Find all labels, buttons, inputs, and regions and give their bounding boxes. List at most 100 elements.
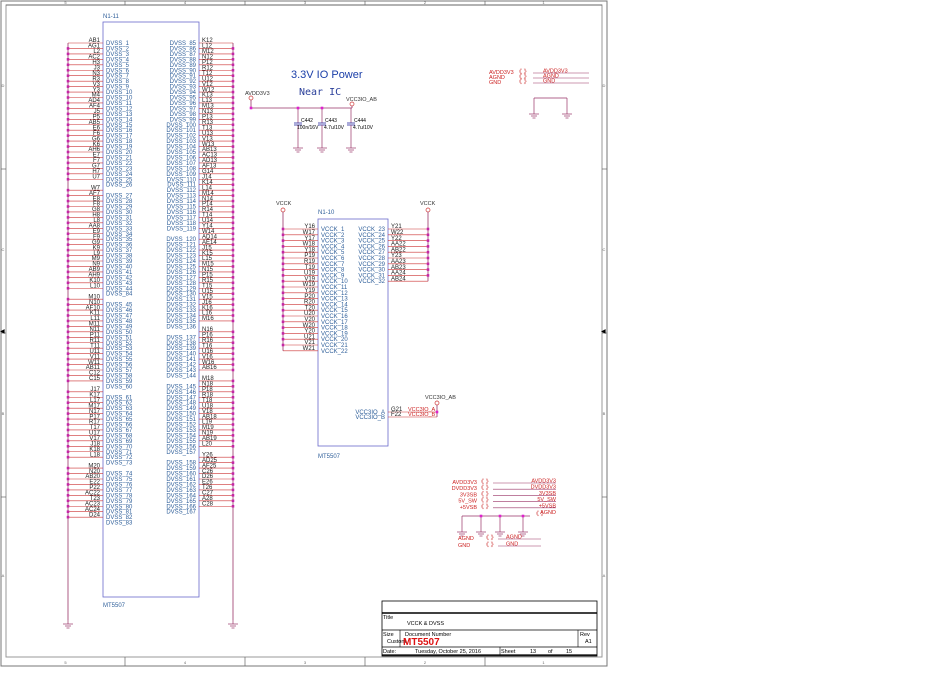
- vcc3io-ab-net-label: VCC3IO_AB: [346, 97, 377, 103]
- pin-number: N14: [202, 196, 214, 202]
- pin-number: Y18: [304, 247, 315, 253]
- port-label: 5V_SW: [458, 499, 477, 505]
- pin-number: G9: [92, 240, 101, 246]
- net-label: AVDD3V3: [531, 479, 556, 485]
- pin-number: W12: [202, 87, 215, 93]
- pin-name: DVSS_72: [106, 455, 133, 461]
- io-power-title: 3.3V IO Power: [291, 69, 363, 81]
- pin-name: DVSS_88: [170, 57, 197, 63]
- pin-number: AB5: [89, 120, 101, 126]
- pin-name: DVSS_14: [106, 117, 133, 123]
- pin-number: P20: [304, 294, 315, 300]
- dvss-body: [102, 21, 200, 598]
- pin-name: DVSS_99: [170, 117, 197, 123]
- pin-number: N16: [202, 327, 214, 333]
- pin-name: DVSS_155: [166, 439, 196, 445]
- pin-number: C28: [202, 501, 214, 507]
- pin-number: W18: [303, 242, 316, 248]
- pin-name: DVSS_116: [167, 210, 197, 216]
- pin-number: G7: [92, 164, 101, 170]
- pin-name: DVSS_84: [106, 292, 133, 298]
- pin-number: L15: [202, 256, 213, 262]
- docnum-label: Document Number: [405, 632, 451, 638]
- pin-number: D26: [202, 474, 214, 480]
- pin-name: DVSS_107: [166, 161, 196, 167]
- vcc3io-ab-label: VCC3IO_AB: [425, 395, 456, 401]
- port-arrow-icon: 《 》: [478, 485, 492, 492]
- pin-number: M4: [92, 93, 101, 99]
- pin-name: DVSS_145: [166, 384, 196, 390]
- pin-number: Y20: [304, 329, 315, 335]
- port-arrow-icon: 《 》: [483, 542, 497, 549]
- pin-name: DVSS_119: [167, 226, 197, 232]
- pin-number: K9: [93, 245, 101, 251]
- pin-name: DVSS_112: [167, 188, 197, 194]
- port-label: DVDD3V3: [452, 486, 477, 492]
- pin-name: DVSS_150: [166, 412, 196, 418]
- column-marker-bottom: 5: [64, 660, 67, 665]
- pin-number: P5: [93, 115, 101, 121]
- pin-name: DVSS_56: [106, 363, 133, 369]
- pin-name: DVSS_103: [166, 139, 196, 145]
- pin-number: L12: [202, 44, 213, 50]
- pin-name: DVSS_105: [166, 150, 196, 156]
- pin-number: AB23: [391, 265, 406, 271]
- pin-name: VCCK_28: [358, 256, 385, 262]
- pin-name: DVSS_42: [106, 275, 133, 281]
- net-label: GND: [506, 542, 518, 548]
- pin-number: L8: [93, 218, 100, 224]
- port-label: +5VSB: [460, 505, 478, 511]
- pin-number: P13: [202, 115, 213, 121]
- pin-name: VCCK_15: [321, 308, 348, 314]
- pin-name: VCCK_21: [321, 343, 348, 349]
- pin-name: VCCK_10: [321, 279, 348, 285]
- pin-number: AB18: [202, 414, 217, 420]
- sheet-frame: [0, 0, 608, 667]
- size-label: Size: [383, 632, 394, 638]
- junction-dot: [296, 106, 300, 110]
- pin-name: DVSS_36: [106, 243, 133, 249]
- pin-name: VCCK_25: [358, 239, 385, 245]
- pin-name: DVSS_132: [166, 303, 196, 309]
- pin-number: T20: [305, 305, 316, 311]
- pin-name: DVSS_51: [106, 335, 133, 341]
- pin-name: DVSS_78: [106, 493, 133, 499]
- pin-name: DVSS_164: [166, 493, 196, 499]
- column-marker-bottom: 3: [304, 660, 307, 665]
- pin-number: R14: [202, 207, 214, 213]
- pin-name: DVSS_59: [106, 379, 133, 385]
- pin-number: P14: [202, 202, 213, 208]
- pin-number: V17: [89, 436, 100, 442]
- net-label: GND: [543, 79, 555, 85]
- net-label: AGND: [506, 535, 522, 541]
- pin-number: T26: [202, 485, 213, 491]
- sheet-total: 15: [566, 649, 572, 655]
- pin-name: VCCK_18: [321, 326, 348, 332]
- pin-number: E9: [93, 229, 101, 235]
- net-label: AVDD3V3: [543, 69, 568, 75]
- pin-name: DVSS_85: [170, 41, 197, 47]
- row-marker-left: D: [2, 83, 5, 88]
- pin-name: DVSS_109: [166, 172, 196, 178]
- pin-name: DVSS_55: [106, 357, 133, 363]
- pin-number: K18: [89, 447, 100, 453]
- pin-number: U13: [202, 131, 214, 137]
- pin-number: W16: [202, 360, 215, 366]
- title-block: Title VCCK & DVSS Size Custom Document N…: [381, 600, 598, 657]
- pin-number: C15: [89, 376, 101, 382]
- vcck-body: [317, 218, 389, 447]
- pin-name: DVSS_13: [106, 112, 133, 118]
- pin-number: AH6: [88, 147, 100, 153]
- pin-number: N17: [89, 409, 101, 415]
- pin-number: V13: [202, 136, 213, 142]
- pin-number: L17: [90, 398, 101, 404]
- pin-number: T17: [90, 425, 101, 431]
- pin-name: DVSS_123: [166, 254, 196, 260]
- pin-name: VCCK_17: [321, 320, 348, 326]
- column-marker-top: 1: [542, 0, 545, 5]
- pin-name: DVSS_30: [106, 210, 133, 216]
- pin-number: F6: [93, 131, 101, 137]
- document-number: MT5507: [403, 637, 440, 648]
- pin-number: G14: [202, 169, 214, 175]
